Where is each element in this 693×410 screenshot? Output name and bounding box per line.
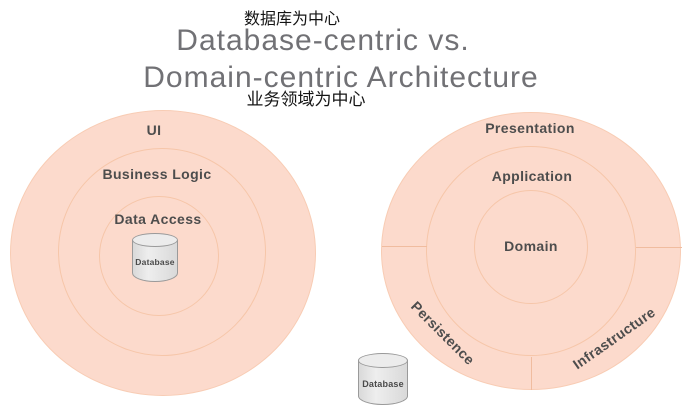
sector-divider-bottom bbox=[531, 357, 532, 390]
sector-divider-left bbox=[382, 246, 427, 247]
sector-divider-right bbox=[636, 247, 682, 248]
main-title-line-2: Domain-centric Architecture bbox=[143, 61, 539, 94]
main-title-line-1: Database-centric vs. bbox=[176, 24, 470, 57]
ring-label-business-logic: Business Logic bbox=[102, 166, 212, 182]
ring-label-data-access: Data Access bbox=[114, 211, 202, 227]
cylinder-body bbox=[358, 360, 408, 405]
ring-label-application: Application bbox=[491, 168, 573, 184]
ring-label-ui: UI bbox=[146, 122, 162, 138]
subtitle-zh-domain-centric: 业务领域为中心 bbox=[246, 90, 366, 109]
subtitle-zh-database-centric: 数据库为中心 bbox=[243, 11, 341, 28]
domain-centric-middle-ring bbox=[426, 146, 636, 356]
domain-centric-inner-ring bbox=[474, 190, 588, 304]
external-database-cylinder-label: Database bbox=[362, 379, 404, 389]
db-centric-middle-ring bbox=[58, 148, 266, 356]
db-centric-inner-ring bbox=[99, 196, 219, 316]
cylinder-body bbox=[132, 240, 178, 282]
database-cylinder-icon: Database bbox=[132, 233, 178, 282]
cylinder-top bbox=[358, 353, 408, 368]
database-cylinder-label: Database bbox=[135, 257, 175, 267]
external-database-cylinder-icon: Database bbox=[358, 353, 408, 405]
ring-label-presentation: Presentation bbox=[485, 120, 575, 136]
ring-label-domain: Domain bbox=[504, 238, 558, 254]
cylinder-top bbox=[132, 233, 178, 247]
